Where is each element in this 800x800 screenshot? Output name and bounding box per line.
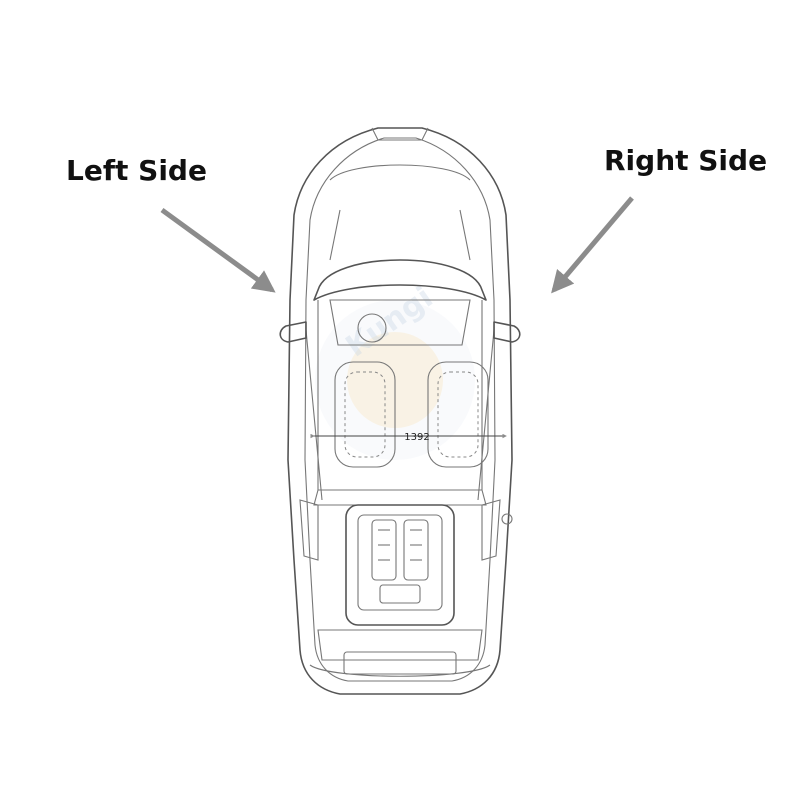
- fuel-cap: [501, 513, 513, 525]
- engine: [371, 519, 429, 604]
- license-plate-area: [343, 651, 457, 675]
- left-mirror: [279, 321, 307, 343]
- right-arrow: [551, 196, 634, 294]
- right-side-label: Right Side: [604, 144, 768, 177]
- left-arrow: [160, 207, 276, 293]
- right-mirror: [493, 321, 521, 343]
- left-seat: [334, 361, 396, 468]
- right-seat: [427, 361, 489, 468]
- engine-cover: [345, 504, 455, 626]
- width-dimension-label: 1392: [404, 432, 429, 443]
- left-side-label: Left Side: [66, 154, 207, 187]
- car-body: 1392: [279, 127, 521, 695]
